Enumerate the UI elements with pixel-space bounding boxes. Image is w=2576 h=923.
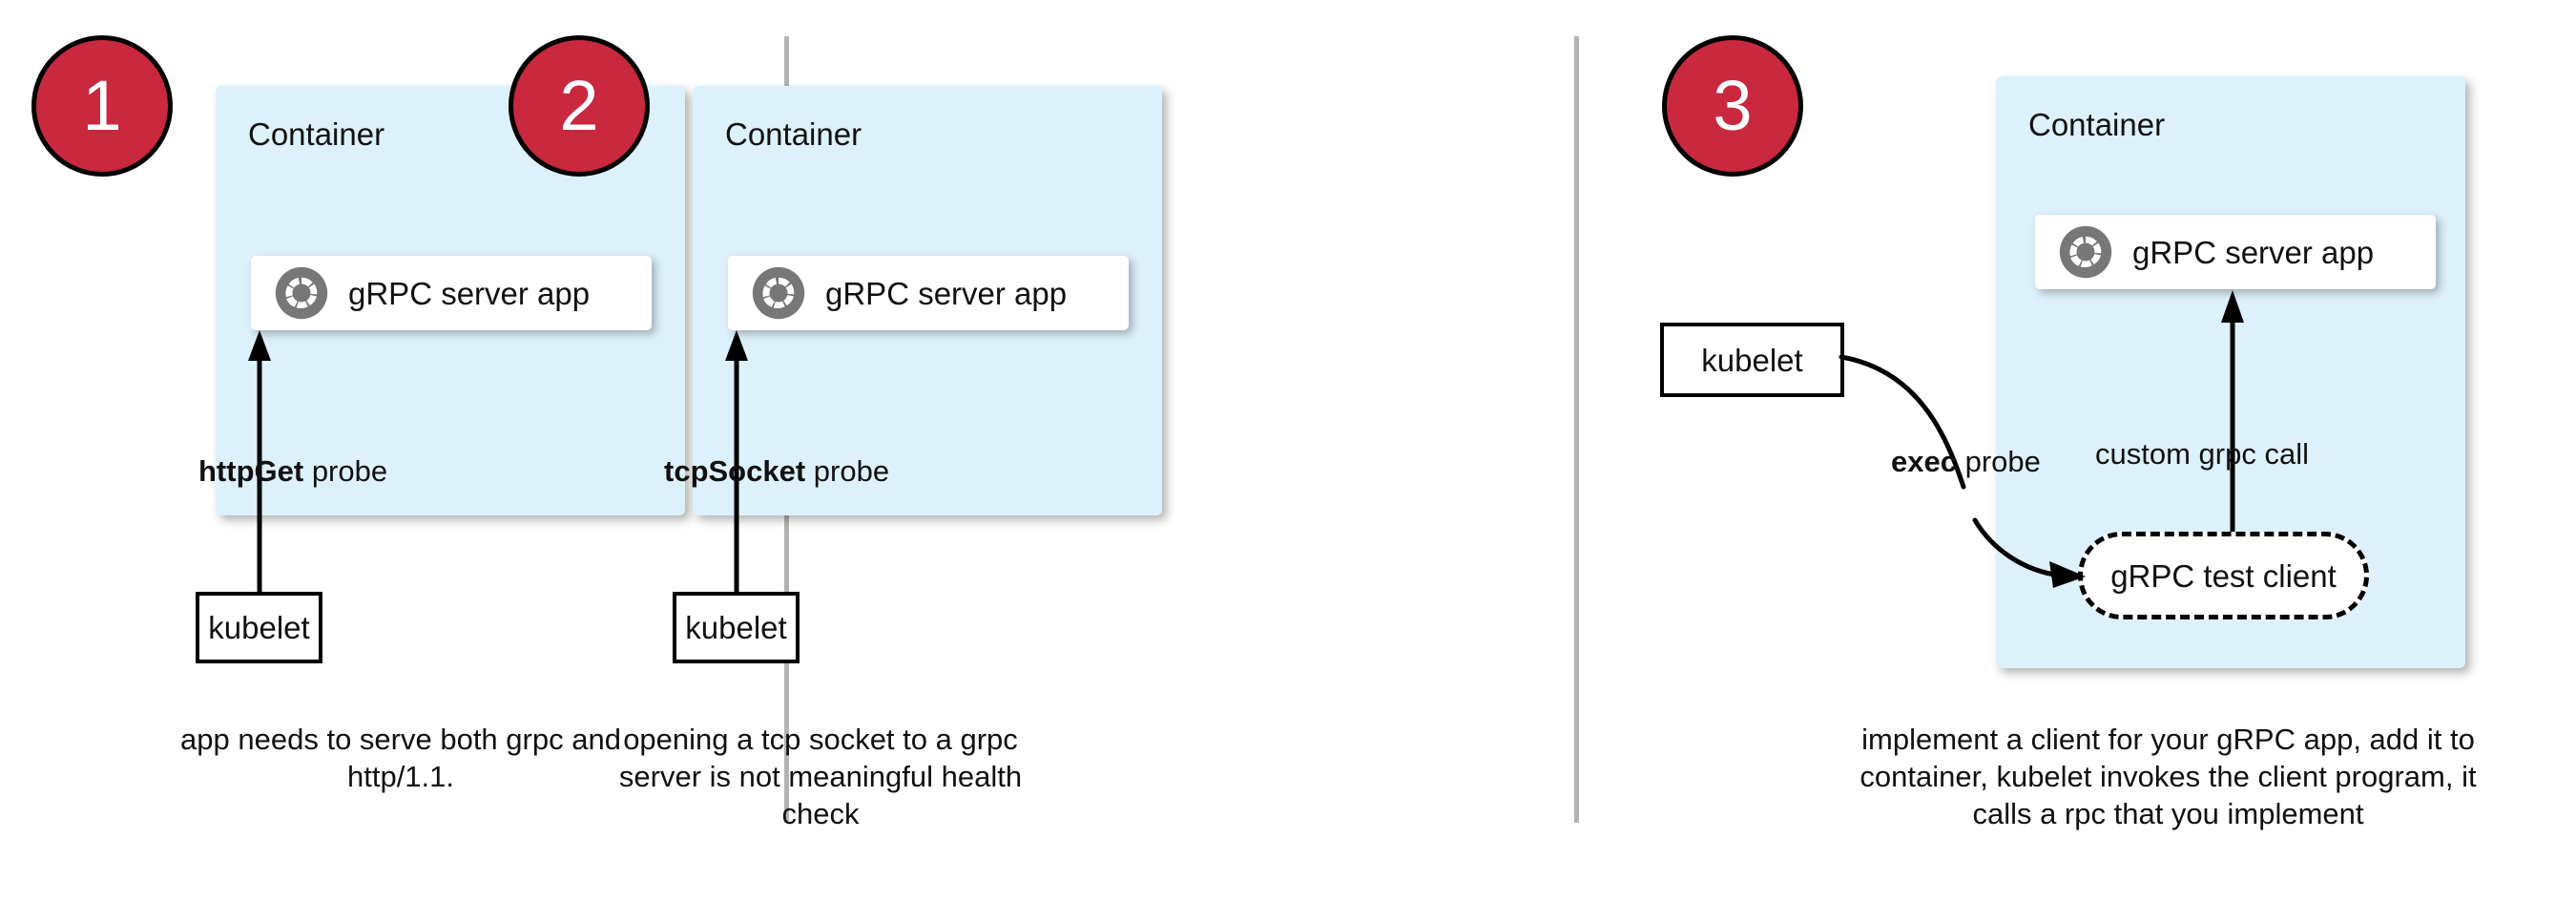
grpc-test-client-label: gRPC test client <box>2110 557 2337 594</box>
httpget-probe-label: httpGet probe <box>198 456 387 486</box>
custom-grpc-call-label: custom grpc call <box>2095 437 2309 471</box>
step-badge-3: 3 <box>1662 35 1803 177</box>
exec-probe-label-strong: exec <box>1891 445 1957 478</box>
grpc-server-app-label-1: gRPC server app <box>348 275 591 311</box>
grpc-server-app-label-2: gRPC server app <box>825 275 1068 311</box>
grpc-logo-icon <box>2058 224 2113 280</box>
grpc-logo-icon <box>751 265 806 321</box>
kubelet-label-3: kubelet <box>1701 342 1803 378</box>
tcpsocket-probe-label-rest: probe <box>805 454 890 488</box>
container-label-1: Container <box>248 116 385 152</box>
kubelet-box-3: kubelet <box>1660 323 1844 397</box>
tcpsocket-probe-label: tcpSocket probe <box>664 456 889 486</box>
grpc-server-app-card-1: gRPC server app <box>251 256 652 330</box>
container-label-3: Container <box>2028 107 2166 142</box>
container-label-2: Container <box>725 116 862 152</box>
kubelet-box-2: kubelet <box>673 592 800 663</box>
panel-caption-1: app needs to serve both grpc and http/1.… <box>180 723 621 793</box>
grpc-test-client-pill: gRPC test client <box>2078 532 2369 619</box>
kubelet-box-1: kubelet <box>196 592 322 663</box>
panel-divider-2 <box>1574 36 1579 823</box>
panel-caption-3: implement a client for your gRPC app, ad… <box>1859 723 2477 830</box>
kubelet-label-2: kubelet <box>685 610 787 645</box>
exec-probe-label-rest: probe <box>1956 445 2041 478</box>
step-badge-2: 2 <box>509 35 650 177</box>
panel-caption-2: opening a tcp socket to a grpc server is… <box>618 723 1023 830</box>
step-badge-1: 1 <box>31 35 173 177</box>
httpget-probe-label-rest: probe <box>303 454 388 488</box>
httpget-probe-label-strong: httpGet <box>198 454 304 488</box>
grpc-server-app-card-2: gRPC server app <box>728 256 1129 330</box>
grpc-server-app-label-3: gRPC server app <box>2132 234 2375 270</box>
tcpsocket-probe-label-strong: tcpSocket <box>664 454 806 488</box>
kubelet-label-1: kubelet <box>208 610 310 645</box>
grpc-server-app-card-3: gRPC server app <box>2035 215 2436 289</box>
grpc-logo-icon <box>274 265 329 321</box>
exec-probe-label: exec probe <box>1891 447 2041 476</box>
